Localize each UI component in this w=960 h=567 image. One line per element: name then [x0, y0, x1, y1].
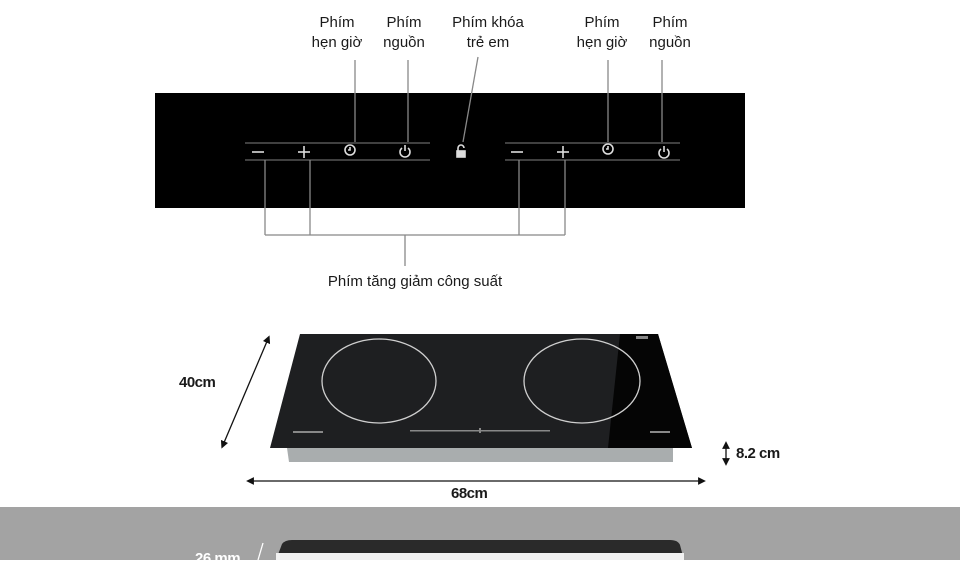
- control-panel: [155, 93, 745, 208]
- label-line: nguồn: [383, 34, 425, 51]
- lock-icon[interactable]: [456, 144, 466, 158]
- clock-icon[interactable]: [602, 143, 614, 155]
- cooking-zone-right: [523, 338, 641, 424]
- side-view-base: [276, 553, 684, 560]
- control-strip-lines: [245, 142, 680, 161]
- clock-icon[interactable]: [344, 144, 356, 156]
- label-line: trẻ em: [466, 34, 510, 51]
- height-label: 8.2 cm: [736, 445, 780, 462]
- cooktop-base: [287, 448, 673, 462]
- label-line: hẹn giờ: [311, 34, 363, 51]
- plus-icon[interactable]: [557, 146, 569, 158]
- cutout-label: 26 mm: [195, 550, 241, 567]
- width-label: 68cm: [451, 485, 488, 502]
- label-line: Phím: [584, 14, 620, 31]
- depth-arrow: [220, 335, 271, 449]
- plus-icon[interactable]: [298, 146, 310, 158]
- cooktop-glass-right-panel: [608, 334, 692, 448]
- label-line: Phím: [386, 14, 422, 31]
- label-line: Phím: [319, 14, 355, 31]
- label-right-timer: Phím hẹn giờ: [577, 13, 628, 53]
- label-line: hẹn giờ: [576, 34, 628, 51]
- cooktop-glass: [270, 334, 692, 448]
- power-icon[interactable]: [658, 146, 670, 159]
- cutout-arrow: [257, 542, 264, 560]
- label-right-power: Phím nguồn: [649, 13, 691, 53]
- cooking-zone-left: [321, 338, 437, 424]
- label-line: Phím khóa: [452, 14, 524, 31]
- label-power-adjust: Phím tăng giảm công suất: [327, 273, 503, 290]
- leader-lines: [264, 56, 663, 266]
- label-left-power: Phím nguồn: [383, 13, 425, 53]
- power-icon[interactable]: [399, 145, 411, 158]
- label-line: nguồn: [649, 34, 691, 51]
- cooktop-controls: [293, 336, 670, 433]
- label-left-timer: Phím hẹn giờ: [312, 13, 363, 53]
- label-child-lock: Phím khóa trẻ em: [452, 13, 524, 53]
- depth-label: 40cm: [179, 374, 216, 391]
- label-line: Phím: [652, 14, 688, 31]
